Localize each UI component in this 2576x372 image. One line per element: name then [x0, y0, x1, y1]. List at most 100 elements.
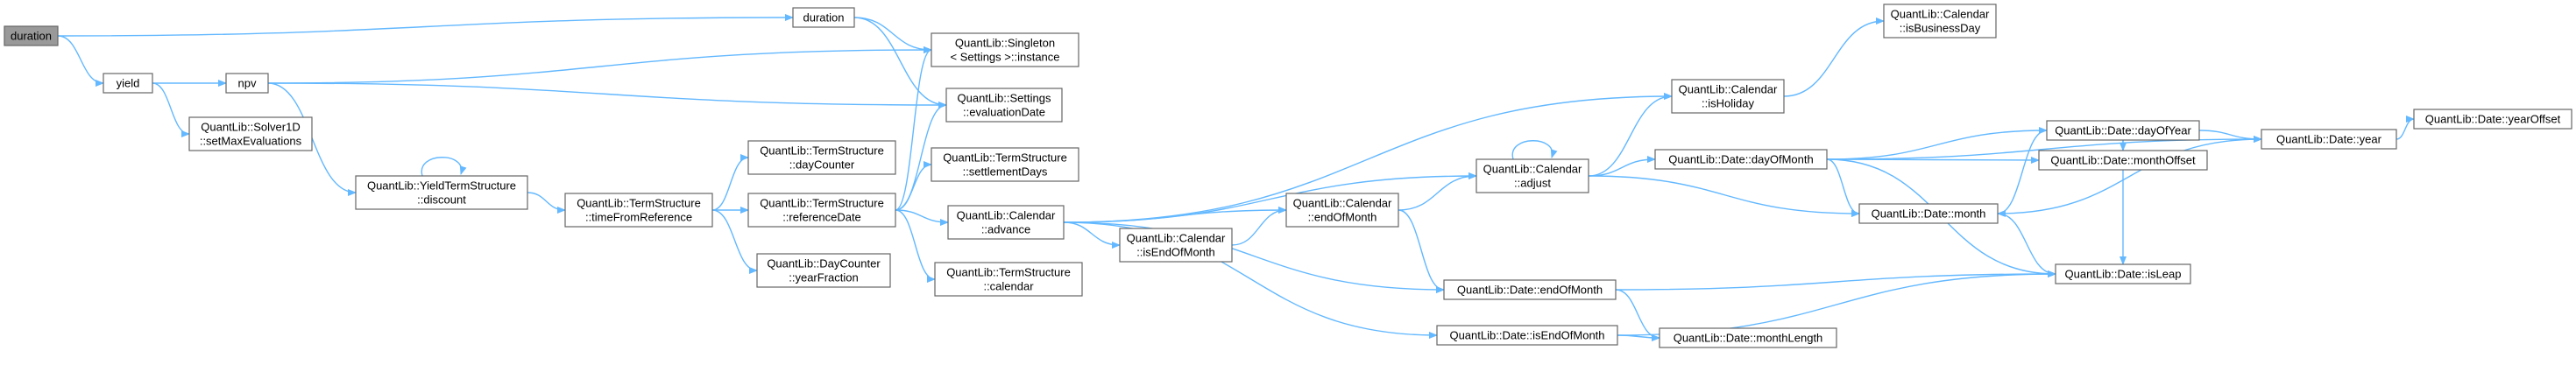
edge-refdate-to-advance	[895, 209, 949, 226]
node-monthOffset[interactable]: QuantLib::Date::monthOffset	[2038, 150, 2208, 171]
node-box	[792, 7, 855, 28]
node-settlement[interactable]: QuantLib::TermStructure::settlementDays	[931, 147, 1079, 182]
edge-calEnd-to-adjust	[1398, 172, 1477, 211]
node-box	[1858, 203, 1999, 224]
edge-dateIsEnd-to-isLeap	[1617, 270, 2056, 336]
node-label: QuantLib::TermStructure	[760, 144, 884, 158]
edge-dateEnd-to-monthLength	[1615, 289, 1660, 341]
node-label: ::discount	[417, 193, 466, 207]
node-label: QuantLib::Date::dayOfMonth	[1668, 153, 1813, 166]
node-box	[564, 193, 713, 228]
edge-duration2-to-singleton	[853, 17, 932, 53]
node-label: ::timeFromReference	[585, 211, 692, 224]
node-box	[934, 262, 1083, 297]
node-label: QuantLib::Date::monthOffset	[2050, 154, 2196, 167]
edge-advance-to-calEnd	[1063, 207, 1287, 223]
edge-doy-to-year	[2198, 130, 2262, 143]
node-tfr[interactable]: QuantLib::TermStructure::timeFromReferen…	[564, 193, 713, 228]
node-label: QuantLib::Date::month	[1872, 207, 1986, 221]
node-label: QuantLib::Date::yearOffset	[2425, 113, 2561, 126]
edge-dom-to-doy	[1826, 127, 2048, 160]
edge-tfr-to-daycounter	[711, 154, 749, 211]
node-refdate[interactable]: QuantLib::TermStructure::referenceDate	[747, 193, 896, 228]
node-label: duration	[803, 11, 845, 25]
node-month[interactable]: QuantLib::Date::month	[1858, 203, 1999, 224]
edge-calIsEnd-to-calEnd	[1231, 207, 1287, 246]
node-adjust[interactable]: QuantLib::Calendar::adjust	[1476, 158, 1589, 193]
node-label: QuantLib::Date::isLeap	[2065, 268, 2182, 281]
node-label: npv	[238, 77, 257, 90]
node-label: ::endOfMonth	[1308, 211, 1377, 224]
node-box	[747, 140, 896, 175]
node-yield[interactable]: yield	[103, 73, 153, 94]
node-box	[1659, 327, 1837, 348]
node-box	[188, 116, 313, 151]
edge-tfr-to-yearfraction	[711, 209, 758, 274]
node-box	[1285, 193, 1399, 228]
node-box	[2038, 150, 2208, 171]
node-tscalendar[interactable]: QuantLib::TermStructure::calendar	[934, 262, 1083, 297]
node-label: QuantLib::Settings	[958, 92, 1051, 105]
node-yearfraction[interactable]: QuantLib::DayCounter::yearFraction	[756, 253, 891, 288]
node-box	[2413, 109, 2572, 130]
node-box	[103, 73, 153, 94]
edge-refdate-to-settlement	[895, 161, 932, 211]
node-advance[interactable]: QuantLib::Calendar::advance	[947, 205, 1065, 240]
edge-year-to-yearOffset	[2396, 116, 2415, 140]
node-label: duration	[11, 30, 52, 43]
node-label: ::isHoliday	[1702, 97, 1754, 110]
node-year[interactable]: QuantLib::Date::year	[2261, 129, 2397, 150]
node-npv[interactable]: npv	[225, 73, 269, 94]
node-isLeap[interactable]: QuantLib::Date::isLeap	[2055, 263, 2191, 284]
edge-dom-to-month	[1826, 158, 1860, 217]
node-label: ::isEndOfMonth	[1136, 246, 1215, 259]
node-label: yield	[117, 77, 140, 90]
node-label: QuantLib::Solver1D	[201, 121, 300, 134]
node-label: ::yearFraction	[789, 271, 858, 284]
node-isBusiness[interactable]: QuantLib::Calendar::isBusinessDay	[1883, 4, 1997, 39]
node-box	[355, 175, 528, 210]
node-doy[interactable]: QuantLib::Date::dayOfYear	[2046, 120, 2200, 141]
node-singleton[interactable]: QuantLib::Singleton< Settings >::instanc…	[931, 32, 1079, 67]
node-label: QuantLib::TermStructure	[943, 151, 1067, 165]
node-dateIsEnd[interactable]: QuantLib::Date::isEndOfMonth	[1436, 325, 1618, 346]
node-duration2[interactable]: duration	[792, 7, 855, 28]
node-dom[interactable]: QuantLib::Date::dayOfMonth	[1654, 149, 1828, 170]
node-box	[945, 88, 1063, 123]
node-calIsEnd[interactable]: QuantLib::Calendar::isEndOfMonth	[1119, 228, 1233, 263]
node-monthLength[interactable]: QuantLib::Date::monthLength	[1659, 327, 1837, 348]
node-box	[2046, 120, 2200, 141]
node-label: QuantLib::TermStructure	[577, 197, 701, 210]
node-label: QuantLib::Date::monthLength	[1674, 332, 1823, 345]
node-label: QuantLib::TermStructure	[760, 197, 884, 210]
node-label: QuantLib::Calendar	[1293, 197, 1392, 210]
node-box	[1883, 4, 1997, 39]
node-label: ::evaluationDate	[963, 106, 1045, 119]
node-evaldate[interactable]: QuantLib::Settings::evaluationDate	[945, 88, 1063, 123]
node-solver[interactable]: QuantLib::Solver1D::setMaxEvaluations	[188, 116, 313, 151]
node-label: ::adjust	[1514, 177, 1551, 190]
node-label: ::isBusinessDay	[1900, 22, 1981, 35]
edge-root-to-duration2	[57, 14, 794, 37]
node-root[interactable]: duration	[4, 25, 59, 46]
node-label: QuantLib::Calendar	[1127, 232, 1226, 245]
node-isHoliday[interactable]: QuantLib::Calendar::isHoliday	[1671, 79, 1785, 114]
node-label: QuantLib::YieldTermStructure	[367, 179, 516, 193]
node-box	[1443, 279, 1617, 300]
edge-adjust-to-isHoliday	[1588, 93, 1673, 177]
node-dateEnd[interactable]: QuantLib::Date::endOfMonth	[1443, 279, 1617, 300]
node-box	[747, 193, 896, 228]
node-box	[225, 73, 269, 94]
node-calEnd[interactable]: QuantLib::Calendar::endOfMonth	[1285, 193, 1399, 228]
node-label: ::calendar	[983, 280, 1034, 293]
node-yearOffset[interactable]: QuantLib::Date::yearOffset	[2413, 109, 2572, 130]
node-box	[2055, 263, 2191, 284]
node-discount[interactable]: QuantLib::YieldTermStructure::discount	[355, 175, 528, 210]
node-label: ::setMaxEvaluations	[200, 135, 302, 148]
node-daycounter[interactable]: QuantLib::TermStructure::dayCounter	[747, 140, 896, 175]
node-label: ::settlementDays	[963, 165, 1048, 179]
edge-adjust-to-month	[1588, 175, 1860, 217]
node-label: QuantLib::Date::dayOfYear	[2055, 124, 2191, 137]
node-box	[931, 147, 1079, 182]
